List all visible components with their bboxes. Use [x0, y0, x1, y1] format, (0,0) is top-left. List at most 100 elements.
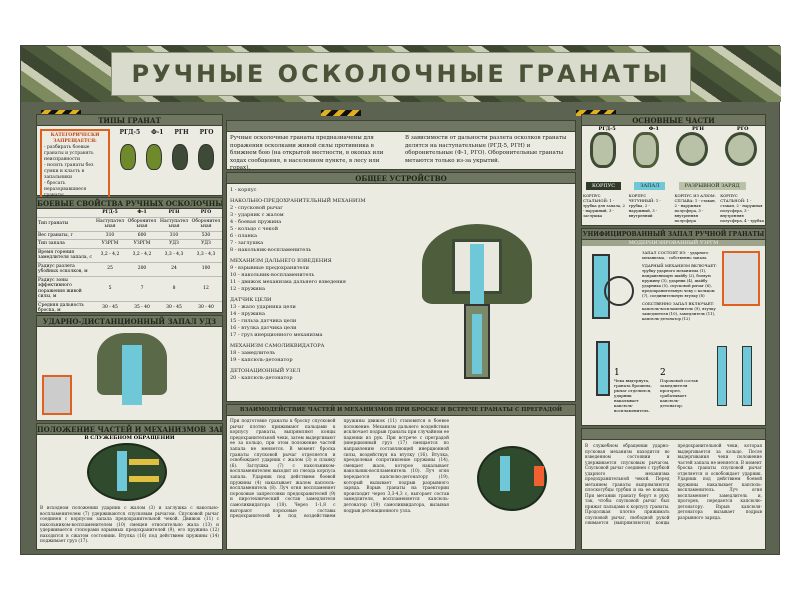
legend-item: 12 - пружина [230, 286, 265, 292]
interaction-text: При подготовке гранаты к броску спусково… [230, 419, 449, 520]
legend-item: 8 - накольник-воспламенитель [230, 247, 312, 253]
table-cell: 30 - 45 [94, 301, 126, 316]
table-cell: Радиус разлета убойных осколков, м [37, 262, 94, 277]
position-panel: ПОЛОЖЕНИЕ ЧАСТЕЙ И МЕХАНИЗМОВ ЗАПАЛА В С… [36, 423, 223, 550]
step-text: Пороховой состав замедлителя прогорел, с… [660, 378, 698, 408]
table-cell: Вес гранаты, г [37, 231, 94, 240]
table-cell: Тип запала [37, 239, 94, 249]
table-cell: УДЗ [158, 239, 190, 249]
intro-left: Ручные осколочные гранаты предназначены … [230, 135, 384, 171]
fuze-diagram [87, 443, 167, 501]
table-cell: Наступательная [94, 217, 126, 232]
legend-item: 19 - капсюль-детонатор [230, 357, 293, 363]
table-cell: 25 [94, 262, 126, 277]
table-cell: 3,2 - 4,2 [126, 248, 158, 263]
label-charge: РАЗРЫВНОЙ ЗАРЯД [678, 182, 746, 190]
legend-item: 16 - втулка датчика цели [230, 325, 297, 331]
warning-item: - разбирать боевые гранаты и устранять н… [44, 145, 94, 162]
table-cell: 310 [94, 231, 126, 240]
legend-group-title: МЕХАНИЗМ ДАЛЬНЕГО ВЗВЕДЕНИЯ [230, 258, 332, 264]
udz-panel: УДАРНО-ДИСТАНЦИОННЫЙ ЗАПАЛ УДЗ [36, 315, 223, 421]
legend-item: 11 - движок механизма дальнего взведения [230, 279, 346, 285]
table-cell: 3,3 - 4,3 [158, 248, 190, 263]
types-header: ТИПЫ ГРАНАТ [37, 115, 222, 126]
legend-item: 9 - взрывные предохранители [230, 265, 309, 271]
table-cell: 8 [158, 276, 190, 302]
grenade-label: РГН [691, 126, 704, 132]
grenade-label: Ф-1 [648, 126, 659, 132]
f1-image [145, 144, 162, 170]
label-fuze: ЗАПАЛ [634, 182, 666, 190]
legend-item: 18 - замедлитель [230, 350, 275, 356]
legend-item: 17 - груз инерционного механизма [230, 332, 323, 338]
title-band: РУЧНЫЕ ОСКОЛОЧНЫЕ ГРАНАТЫ [21, 46, 781, 102]
table-cell: Средняя дальность броска, м [37, 301, 94, 316]
intro-panel: Ручные осколочные гранаты предназначены … [226, 120, 576, 171]
table-cell: Тип гранаты [37, 217, 94, 232]
legend-item: 6 - планка [230, 233, 257, 239]
table-cell: 35 - 40 [126, 301, 158, 316]
interaction-header: ВЗАИМОДЕЙСТВИЕ ЧАСТЕЙ И МЕХАНИЗМОВ ПРИ Б… [227, 405, 575, 416]
intro-right: В зависимости от дальности разлета оскол… [405, 135, 567, 164]
legend-item: 7 - заглушка [230, 240, 264, 246]
label-body: КОРПУС [586, 182, 622, 190]
table-cell: Радиус зоны эффективного поражения живой… [37, 276, 94, 302]
parts-note: КОРПУС СТАЛЬНОЙ: 1 - трубка для запала, … [583, 193, 625, 218]
udz-header: УДАРНО-ДИСТАНЦИОННЫЙ ЗАПАЛ УДЗ [37, 316, 222, 327]
table-cell: 310 [158, 231, 190, 240]
service-panel: В служебном обращении ударно-пусковая ме… [581, 428, 766, 550]
position-text: В исходном положении ударник с жалом (3)… [40, 506, 219, 544]
position-header: ПОЛОЖЕНИЕ ЧАСТЕЙ И МЕХАНИЗМОВ ЗАПАЛА [37, 424, 222, 435]
rgd5-image [119, 144, 136, 170]
legend-item: 20 - капсюль-детонатор [230, 375, 293, 381]
uzrgm-subheader: МОДЕРНИЗИРОВАННЫЙ УЗРГМ [582, 240, 765, 246]
interaction-panel: ВЗАИМОДЕЙСТВИЕ ЧАСТЕЙ И МЕХАНИЗМОВ ПРИ Б… [226, 404, 576, 550]
service-text: В служебном обращении ударно-пусковая ме… [585, 443, 762, 525]
rgn-image [171, 144, 188, 170]
col-header: Ф-1 [126, 209, 158, 218]
legend-group-title: ДАТЧИК ЦЕЛИ [230, 297, 272, 303]
col-header: РГД-5 [94, 209, 126, 218]
device-diagram [372, 184, 567, 399]
hazard-stripe [41, 110, 81, 116]
warning-item: - носить гранаты без сумки и класть в за… [44, 163, 94, 180]
uzrgm-block: СОБСТВЕННО ЗАПАЛ ВКЛЮЧАЕТ: капсюль-воспл… [642, 301, 716, 321]
grenade-label: РГД-5 [598, 126, 616, 132]
table-cell: УДЗ [190, 239, 222, 249]
table-cell: 530 [190, 231, 222, 240]
table-cell: 30 - 45 [158, 301, 190, 316]
table-cell: Наступательная [158, 217, 190, 232]
step-number: 2 [660, 368, 666, 378]
udz-diagram [37, 327, 222, 419]
grenade-label: РГД-5 [119, 129, 141, 136]
grenade-label: РГО [736, 126, 749, 132]
properties-header: БОЕВЫЕ СВОЙСТВА РУЧНЫХ ОСКОЛОЧНЫХ ГРАНАТ [37, 198, 222, 209]
table-cell: Оборонительная [126, 217, 158, 232]
warning-box: КАТЕГОРИЧЕСКИ ЗАПРЕЩАЕТСЯ: - разбирать б… [40, 129, 110, 203]
parts-note: КОРПУС СТАЛЬНОЙ: 1 - стакан, 2 - наружна… [720, 193, 764, 223]
table-cell: 30 - 40 [190, 301, 222, 316]
grenade-label: РГО [199, 129, 214, 136]
rgo-image [197, 144, 214, 170]
col-header: РГО [190, 209, 222, 218]
legend-item: 14 - пружина [230, 311, 265, 317]
table-cell: УЗРГМ [94, 239, 126, 249]
uzrgm-block: УДАРНЫЙ МЕХАНИЗМ ВКЛЮЧАЕТ: трубку ударно… [642, 263, 717, 298]
properties-panel: БОЕВЫЕ СВОЙСТВА РУЧНЫХ ОСКОЛОЧНЫХ ГРАНАТ… [36, 197, 223, 316]
types-panel: ТИПЫ ГРАНАТ КАТЕГОРИЧЕСКИ ЗАПРЕЩАЕТСЯ: -… [36, 114, 223, 203]
hazard-stripe [321, 110, 361, 116]
grenade-label: Ф-1 [151, 129, 164, 136]
legend-item: 10 - накольник-воспламенитель [230, 272, 315, 278]
table-row: Радиус зоны эффективного поражения живой… [37, 276, 222, 302]
uzrgm-photo [722, 251, 760, 306]
table-cell: 600 [126, 231, 158, 240]
table-cell: УЗРГМ [126, 239, 158, 249]
legend-item: 2 - спусковой рычаг [230, 205, 283, 211]
